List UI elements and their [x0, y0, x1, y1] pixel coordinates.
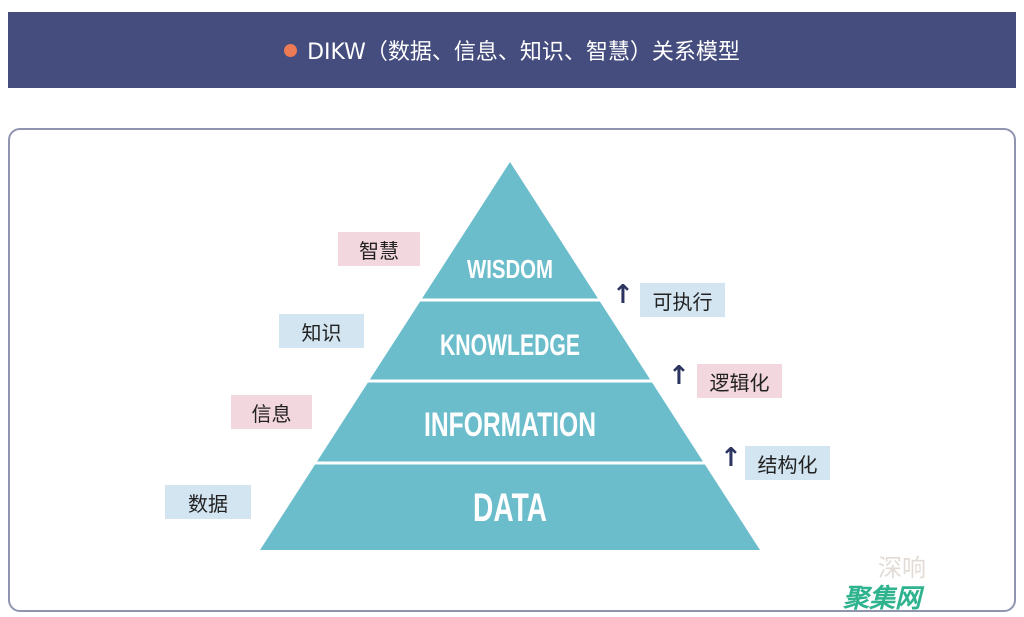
tag-logical: 逻辑化: [697, 364, 782, 398]
watermark-brand: 深响: [878, 554, 926, 582]
level-data: DATA: [473, 486, 547, 530]
pyramid-shape: [260, 162, 760, 550]
page-title: DIKW（数据、信息、知识、智慧）关系模型: [307, 40, 740, 65]
watermark-site: 聚集网: [843, 584, 922, 614]
bullet-icon: [284, 43, 298, 57]
tag-knowledge: 知识: [279, 314, 364, 348]
tag-data: 数据: [165, 485, 251, 519]
arrow-up-icon: ↑: [668, 361, 690, 391]
title-bar: DIKW（数据、信息、知识、智慧）关系模型: [8, 12, 1016, 88]
arrow-up-icon: ↑: [612, 280, 634, 310]
tag-wisdom: 智慧: [338, 232, 420, 266]
diagram-panel: [8, 128, 1016, 612]
tag-structured: 结构化: [745, 446, 830, 480]
arrow-up-icon: ↑: [720, 443, 742, 473]
level-knowledge: KNOWLEDGE: [440, 329, 580, 362]
tag-actionable: 可执行: [640, 283, 725, 317]
level-information: INFORMATION: [424, 406, 596, 444]
tag-information: 信息: [231, 395, 312, 429]
level-wisdom: WISDOM: [467, 254, 553, 284]
